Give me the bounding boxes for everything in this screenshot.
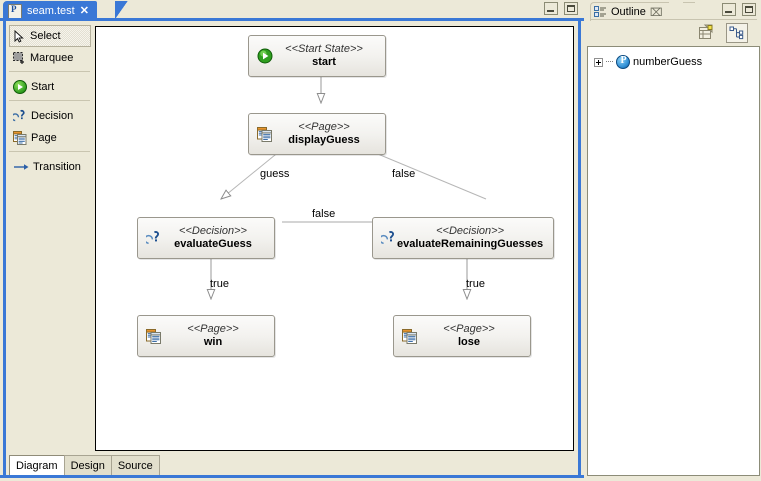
- page-icon: [146, 328, 162, 344]
- tab-design[interactable]: Design: [63, 455, 112, 475]
- edge-label-true-lose[interactable]: true: [466, 278, 485, 290]
- outline-tab-bar: Outline ⌧: [586, 0, 761, 21]
- editor-bottom-tabs-area: Diagram Design Source: [3, 455, 581, 478]
- palette-item-select[interactable]: Select: [9, 25, 91, 47]
- collapse-all-icon[interactable]: [696, 23, 718, 43]
- palette-item-label: Start: [31, 81, 55, 93]
- tab-diagram[interactable]: Diagram: [9, 455, 65, 475]
- palette-group-transition: Transition: [9, 156, 91, 178]
- node-name: start: [312, 56, 336, 68]
- palette-item-decision[interactable]: Decision: [9, 105, 91, 127]
- palette-group-start: Start: [9, 76, 91, 98]
- close-icon[interactable]: ✕: [79, 4, 89, 17]
- outline-tab-label: Outline: [611, 6, 646, 18]
- edge-label-false-back[interactable]: false: [392, 168, 416, 180]
- minimize-icon[interactable]: [722, 3, 736, 16]
- decision-icon: [381, 230, 397, 246]
- palette-item-label: Page: [31, 132, 57, 144]
- minimize-icon[interactable]: [544, 2, 558, 15]
- diagram-node-evaluateGuess[interactable]: <<Decision>> evaluateGuess: [137, 217, 275, 259]
- editor-bottom-accent-line: [0, 475, 584, 478]
- palette-separator: [9, 151, 90, 152]
- palette-item-marquee[interactable]: Marquee: [9, 47, 91, 69]
- page-icon: [13, 131, 27, 145]
- node-stereotype: <<Decision>>: [436, 225, 504, 238]
- transition-arrow-icon: [13, 162, 29, 172]
- maximize-icon[interactable]: [564, 2, 578, 15]
- outline-tree[interactable]: numberGuess: [587, 46, 760, 476]
- node-name: evaluateGuess: [174, 238, 252, 250]
- diagram-node-displayGuess[interactable]: <<Page>> displayGuess: [248, 113, 386, 155]
- page-icon: [402, 328, 418, 344]
- editor-part: seam.test ✕: [0, 0, 584, 481]
- diagram-canvas[interactable]: <<Start State>> start: [95, 26, 574, 451]
- file-icon: [8, 3, 22, 19]
- palette-item-page[interactable]: Page: [9, 127, 91, 149]
- close-icon[interactable]: ⌧: [649, 6, 663, 19]
- start-state-icon: [257, 48, 273, 64]
- node-stereotype: <<Decision>>: [179, 225, 247, 238]
- process-icon: [616, 55, 630, 69]
- tree-connector: [606, 61, 613, 63]
- node-stereotype: <<Start State>>: [285, 43, 363, 56]
- edge-label-guess[interactable]: guess: [260, 168, 290, 180]
- palette: Select Marquee: [6, 21, 94, 455]
- maximize-icon[interactable]: [742, 3, 756, 16]
- editor-tab-label: seam.test: [27, 5, 75, 17]
- palette-item-label: Select: [30, 30, 61, 42]
- expand-plus-icon[interactable]: [594, 57, 603, 67]
- edge-label-true-win[interactable]: true: [210, 278, 229, 290]
- outline-toolbar: [586, 22, 761, 46]
- palette-separator: [9, 71, 90, 72]
- palette-separator: [9, 100, 90, 101]
- outline-tab[interactable]: Outline ⌧: [590, 2, 669, 21]
- tab-accent-line: [0, 18, 584, 21]
- page-icon: [257, 126, 273, 142]
- tab-source[interactable]: Source: [110, 455, 160, 475]
- editor-bottom-tabs: Diagram Design Source: [9, 455, 160, 475]
- palette-group-tools: Select Marquee: [9, 25, 91, 69]
- diagram-node-lose[interactable]: <<Page>> lose: [393, 315, 531, 357]
- palette-group-nodes: Decision: [9, 105, 91, 149]
- palette-item-label: Transition: [33, 161, 81, 173]
- start-state-icon: [13, 80, 27, 94]
- node-stereotype: <<Page>>: [443, 323, 495, 336]
- editor-tab-bar: seam.test ✕: [0, 0, 584, 21]
- tree-item-numberGuess[interactable]: numberGuess: [588, 53, 759, 71]
- palette-item-transition[interactable]: Transition: [9, 156, 91, 178]
- hierarchy-icon[interactable]: [726, 23, 748, 43]
- diagram-node-win[interactable]: <<Page>> win: [137, 315, 275, 357]
- diagram-node-start[interactable]: <<Start State>> start: [248, 35, 386, 77]
- tab-design-label: Design: [70, 459, 105, 472]
- decision-icon: [146, 230, 162, 246]
- tab-diagram-label: Diagram: [16, 459, 58, 472]
- cursor-arrow-icon: [13, 29, 26, 43]
- diagram-node-evaluateRemainingGuesses[interactable]: <<Decision>> evaluateRemainingGuesses: [372, 217, 554, 259]
- editor-window-buttons: [544, 2, 578, 15]
- palette-item-label: Decision: [31, 110, 74, 122]
- outline-icon: [594, 6, 607, 18]
- outline-tab-slant: [683, 2, 695, 21]
- outline-window-buttons: [722, 3, 756, 16]
- node-stereotype: <<Page>>: [187, 323, 239, 336]
- node-name: displayGuess: [288, 134, 360, 146]
- tab-source-label: Source: [117, 459, 153, 472]
- editor-body: Select Marquee: [3, 21, 581, 455]
- outline-tab-underline: [590, 19, 757, 20]
- outline-view: Outline ⌧: [586, 0, 761, 481]
- outline-bottom-filler: [586, 477, 761, 481]
- palette-item-start[interactable]: Start: [9, 76, 91, 98]
- decision-icon: [11, 109, 27, 123]
- palette-item-label: Marquee: [30, 52, 74, 64]
- node-name: lose: [457, 336, 480, 348]
- editor-tab-seam-test[interactable]: seam.test ✕: [3, 1, 97, 21]
- marquee-icon: [13, 51, 26, 65]
- node-name: evaluateRemainingGuesses: [397, 238, 544, 250]
- edge-label-false[interactable]: false: [312, 208, 336, 220]
- node-stereotype: <<Page>>: [298, 121, 350, 134]
- node-name: win: [203, 336, 223, 348]
- tree-item-label: numberGuess: [633, 56, 703, 68]
- tab-slant-decoration: [115, 1, 129, 21]
